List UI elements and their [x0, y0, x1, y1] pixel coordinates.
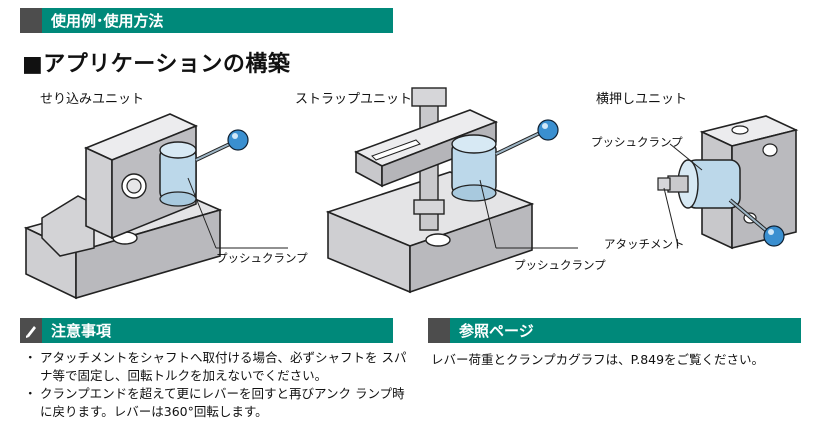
figure-wedge-unit	[23, 113, 288, 300]
pen-icon	[26, 325, 36, 338]
section-header-reference: 参照ページ	[428, 318, 801, 343]
section-header-label: 使用例･使用方法	[51, 12, 164, 30]
page-title: ■アプリケーションの構築	[22, 52, 291, 77]
header-square-marker	[428, 318, 450, 343]
callout-push-clamp-2: プッシュクランプ	[514, 258, 606, 272]
pen-icon-box	[20, 318, 42, 343]
callout-push-clamp-3: プッシュクランプ	[591, 135, 683, 149]
callout-attachment: アタッチメント	[604, 237, 685, 251]
figure-side-push-unit	[657, 115, 799, 250]
reference-text: レバー荷重とクランプカグラフは、P.849をご覧ください。	[431, 352, 765, 367]
figure-caption-2: ストラップユニット	[295, 92, 413, 107]
note-item-1: アタッチメントをシャフトへ取付ける場合、必ずシャフトを スパナ等で固定し、回転ト…	[24, 349, 408, 385]
note-item-2: クランプエンドを超えて更にレバーを回すと再びアンク ランプ時に戻ります。レバーは…	[24, 385, 408, 421]
reference-header-label: 参照ページ	[459, 322, 534, 340]
figure-caption-3: 横押しユニット	[596, 92, 688, 107]
notes-list: アタッチメントをシャフトへ取付ける場合、必ずシャフトを スパナ等で固定し、回転ト…	[24, 349, 408, 421]
header-square-marker	[20, 8, 42, 33]
figure-strap-unit	[325, 87, 578, 294]
callout-push-clamp-1: プッシュクランプ	[216, 251, 308, 265]
figure-caption-1: せり込みユニット	[40, 92, 145, 107]
section-header-usage: 使用例･使用方法	[20, 8, 393, 33]
section-header-notes: 注意事項	[20, 318, 393, 343]
notes-header-label: 注意事項	[51, 322, 112, 340]
